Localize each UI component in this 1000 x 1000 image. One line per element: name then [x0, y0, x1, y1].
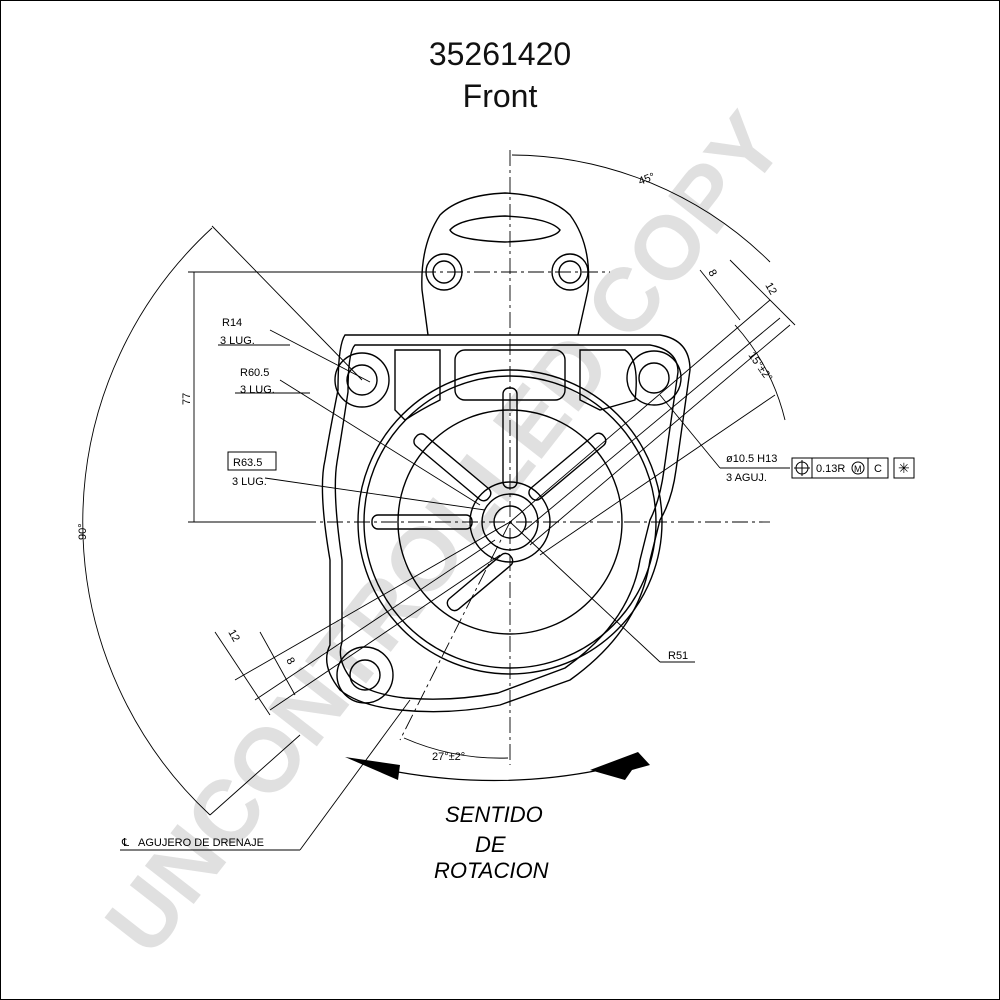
angle-45-label: 45° — [637, 171, 657, 188]
rotation-line1: SENTIDO — [445, 802, 543, 827]
tol-star: ✳ — [898, 460, 910, 476]
rotation-arrow-right — [590, 752, 650, 780]
angle-15-arc — [734, 324, 786, 421]
spoke-lower — [446, 552, 514, 612]
tol-value: 0.13R — [816, 463, 845, 475]
angle-90-ext-bottom — [209, 734, 301, 816]
hole-label: ø10.5 H13 — [726, 453, 777, 465]
tol-modifier: M — [854, 464, 862, 474]
spoke-upper-left — [413, 433, 492, 502]
leader-drain-diag — [299, 699, 411, 851]
tol-frame — [791, 457, 889, 479]
angle-90-arc — [82, 227, 213, 816]
rotation-arrow-line — [397, 769, 601, 782]
angle-90-label: 90° — [77, 523, 89, 540]
dim-8-bottom-ext — [259, 631, 296, 696]
width-12-top-label: 12 — [762, 281, 779, 298]
slot-upper-1 — [509, 299, 771, 523]
slot-lower-3 — [269, 554, 501, 711]
leader-r63-diag — [264, 477, 486, 511]
mount-hole-left — [334, 352, 390, 408]
leader-r14-diag — [269, 329, 371, 383]
hole-note: 3 AGUJ. — [726, 472, 767, 484]
rotation-arrow-left — [345, 757, 400, 780]
centerline-drain — [399, 521, 511, 741]
angle-15-label: 15°±2° — [746, 350, 775, 384]
leader-r51 — [509, 521, 661, 663]
angle-90-ext-top — [211, 225, 363, 381]
part-number-title: 35261420 — [428, 36, 572, 72]
view-title: Front — [462, 78, 538, 114]
r60-label: R60.5 — [240, 367, 269, 379]
r63-note: 3 LUG. — [232, 476, 267, 488]
tol-star-box — [893, 457, 915, 479]
spoke-upper-right — [528, 432, 607, 501]
r63-label: R63.5 — [233, 457, 262, 469]
rotation-line2: DE — [475, 832, 506, 857]
leader-hole — [659, 394, 721, 469]
slot-lower-1 — [234, 521, 511, 681]
rotation-line3: ROTACION — [434, 858, 549, 883]
flange-outline — [321, 334, 691, 713]
width-8-top-label: 8 — [705, 268, 718, 279]
top-lug — [421, 192, 590, 336]
slot-lower-2 — [254, 539, 496, 701]
r14-label: R14 — [222, 317, 242, 329]
slot-upper-2 — [524, 317, 781, 531]
drain-label: AGUJERO DE DRENAJE — [138, 837, 264, 849]
mount-hole-bottom — [336, 646, 394, 704]
width-12-bottom-label: 12 — [225, 628, 242, 645]
r51-label: R51 — [668, 650, 688, 662]
slot-upper-3 — [529, 324, 791, 546]
r63-box — [227, 451, 277, 471]
flange-inner-outline — [334, 344, 679, 700]
mmc-icon — [851, 461, 865, 475]
right-pocket — [579, 349, 637, 411]
angle-45-arc — [511, 154, 771, 263]
dim-8-top-ext — [699, 269, 741, 321]
slot-upper-4 — [539, 394, 776, 556]
angle-27-label: 27°±2° — [432, 751, 465, 763]
drain-prefix: ℄ — [121, 837, 129, 849]
r14-note: 3 LUG. — [220, 335, 255, 347]
mount-hole-left-inner — [346, 364, 378, 396]
r60-note: 3 LUG. — [240, 384, 275, 396]
mount-hole-right-inner — [638, 362, 670, 394]
width-8-bottom-label: 8 — [283, 656, 296, 667]
mount-hole-bottom-inner — [349, 659, 381, 691]
dim-12-top-ext — [729, 259, 796, 326]
mount-hole-right — [626, 350, 682, 406]
height-77-label: 77 — [181, 393, 193, 405]
top-lug-pocket — [449, 215, 561, 243]
inner-ring — [397, 409, 623, 635]
tol-datum: C — [874, 463, 882, 475]
angle-27-arc — [403, 737, 509, 759]
dim-12-bottom-ext — [214, 631, 271, 716]
leader-r60-diag — [279, 379, 481, 506]
